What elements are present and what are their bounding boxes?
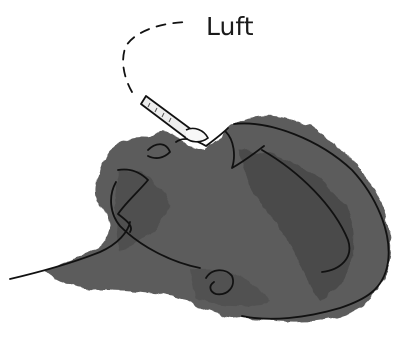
tube-body — [141, 96, 192, 138]
tube-tip — [186, 128, 208, 141]
airflow-dashed-arrow — [123, 22, 190, 92]
air-label: Luft — [206, 12, 254, 41]
